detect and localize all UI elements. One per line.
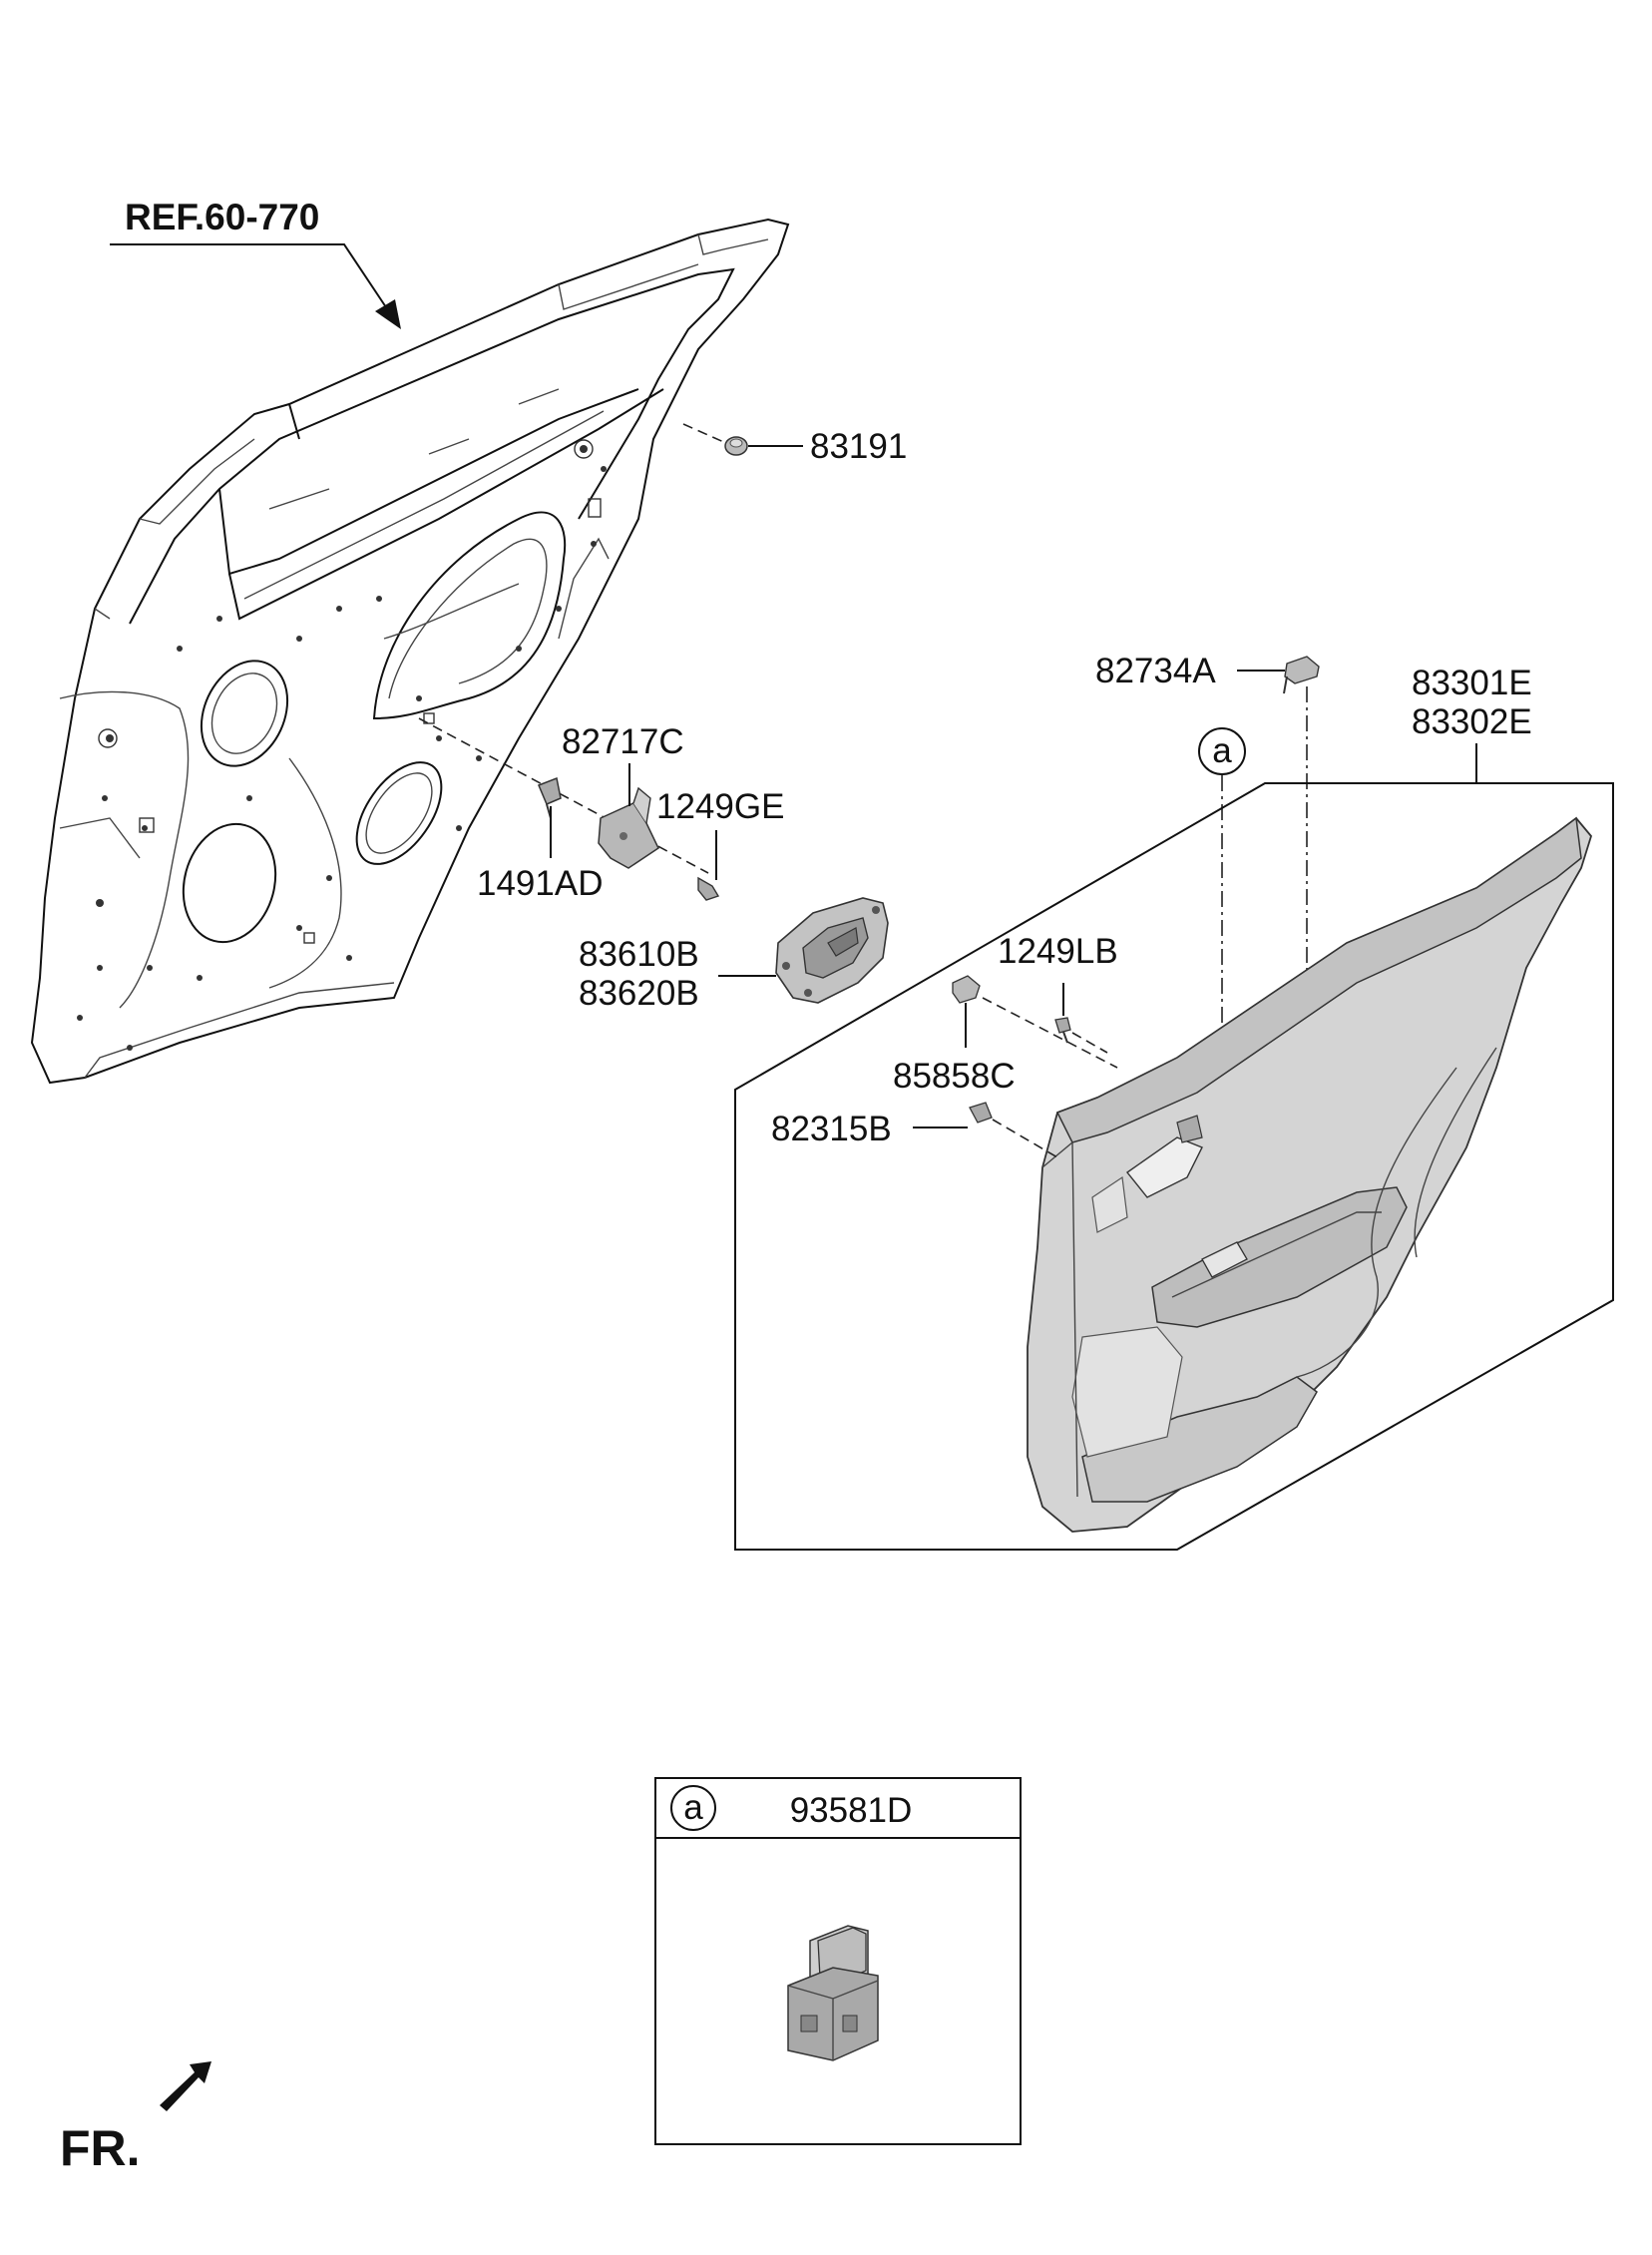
screw-1249GE: 1249GE [656, 787, 784, 901]
arrow-head-icon [375, 299, 401, 329]
detail-letter: a [683, 1788, 703, 1827]
assembly-frame [734, 782, 1614, 1551]
label-1249GE: 1249GE [656, 787, 784, 826]
door-inner-panel [30, 218, 790, 1085]
clip-82315B: 82315B [771, 1102, 1058, 1158]
label-83301E: 83301E [1412, 664, 1532, 702]
front-arrow-icon [160, 2061, 211, 2111]
ref-callout: REF.60-770 [110, 197, 401, 329]
detail-part-number: 93581D [790, 1791, 913, 1830]
label-1249LB: 1249LB [998, 932, 1118, 971]
clip-1491AD: 1491AD [477, 776, 603, 903]
label-83620B: 83620B [579, 974, 699, 1013]
label-82315B: 82315B [771, 1110, 892, 1148]
detail-box-a: a 93581D [654, 1777, 1022, 2145]
label-1491AD: 1491AD [477, 864, 603, 903]
hook-82734A: 82734A [1095, 652, 1320, 1222]
screw-1249LB: 1249LB [998, 932, 1118, 1054]
trim-label-group: 83301E 83302E [1412, 664, 1532, 783]
ref-label: REF.60-770 [125, 197, 319, 237]
label-85858C: 85858C [893, 1057, 1016, 1096]
label-82734A: 82734A [1095, 652, 1216, 690]
label-83302E: 83302E [1412, 702, 1532, 741]
callout-a-letter: a [1212, 731, 1232, 770]
bracket-82717C: 82717C [562, 722, 684, 869]
front-label: FR. [60, 2120, 141, 2176]
door-trim-panel [1027, 816, 1593, 1533]
label-83610B: 83610B [579, 935, 699, 974]
fastener-axis-line [418, 717, 709, 874]
grommet-83191: 83191 [682, 423, 907, 466]
front-direction-indicator: FR. [60, 2061, 211, 2176]
label-83191: 83191 [810, 427, 907, 466]
label-82717C: 82717C [562, 722, 684, 761]
window-switch-icon [787, 1925, 879, 2061]
retainer-85858C: 85858C [893, 975, 1118, 1096]
inside-handle-83610B-83620B: 83610B 83620B [579, 897, 889, 1013]
